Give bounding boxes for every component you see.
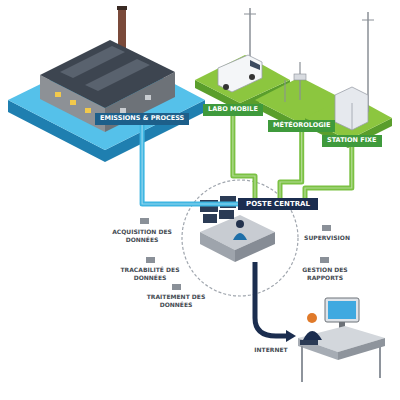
wheel	[223, 84, 229, 90]
node-text: LABO MOBILE	[208, 106, 258, 114]
pipe-line	[305, 147, 352, 198]
window	[70, 100, 76, 105]
operator-head	[236, 220, 244, 228]
remote-desk-side	[298, 338, 338, 360]
node-text: POSTE CENTRAL	[246, 200, 310, 208]
network-label: INTERNET	[248, 346, 294, 354]
platform-label: LABO MOBILE	[203, 104, 263, 116]
desk-side	[200, 232, 235, 262]
pole	[299, 62, 300, 100]
tower	[362, 20, 374, 21]
window	[145, 95, 151, 100]
operator-body	[233, 233, 247, 240]
pipe-highlight	[305, 147, 352, 198]
chimney-top	[117, 6, 127, 10]
remote-monitor	[325, 298, 359, 322]
cabinet-edge	[352, 103, 353, 130]
data-pipe	[233, 116, 255, 198]
window	[85, 108, 91, 113]
node-text: EMISSIONS & PROCESS	[100, 115, 184, 123]
factory-roof	[40, 40, 175, 108]
user-head	[307, 313, 317, 323]
data-pipe	[305, 147, 352, 198]
doc-icon	[140, 218, 149, 224]
monitor	[219, 210, 234, 219]
doc-icon	[146, 257, 155, 263]
mast	[244, 14, 256, 15]
monitor	[203, 214, 217, 223]
function-label: TRAITEMENT DES DONNÉES	[146, 293, 206, 308]
arrow-head	[286, 330, 296, 342]
platform-label: MÉTÉOROLOGIE	[268, 120, 335, 132]
factory-roof-ridge	[85, 59, 150, 91]
platform-label: STATION FIXE	[322, 135, 382, 147]
mast	[249, 8, 251, 62]
user-body	[303, 331, 322, 340]
function-label: ACQUISITION DES DONNÉES	[112, 228, 172, 243]
cabinet	[335, 87, 368, 130]
doc-icon	[322, 225, 331, 231]
platform-label: EMISSIONS & PROCESS	[95, 113, 189, 125]
desk-leg	[301, 346, 303, 382]
pipe-line	[142, 125, 238, 204]
pipe-line	[233, 116, 255, 198]
pipe-highlight	[280, 132, 302, 198]
node-text: STATION FIXE	[327, 137, 377, 145]
pipe-highlight	[233, 116, 255, 198]
central-banner: POSTE CENTRAL	[238, 198, 318, 210]
desk-leg	[379, 346, 381, 378]
window	[55, 92, 61, 97]
remote-screen	[328, 301, 356, 319]
van	[218, 55, 262, 92]
doc-icon	[320, 257, 329, 263]
pole	[285, 80, 286, 102]
data-pipe	[142, 125, 238, 204]
data-pipe	[280, 132, 302, 198]
node-text: MÉTÉOROLOGIE	[273, 122, 330, 130]
chair	[300, 340, 318, 345]
pipe-line	[280, 132, 302, 198]
doc-icon	[172, 284, 181, 290]
pipe-highlight	[142, 125, 238, 204]
wheel	[249, 74, 255, 80]
internet-arrow	[255, 262, 286, 336]
van-window	[250, 60, 260, 70]
function-label: GESTION DES RAPPORTS	[294, 266, 356, 281]
sensor	[294, 74, 306, 80]
function-label: SUPERVISION	[298, 234, 356, 242]
remote-desk-side	[338, 338, 385, 360]
function-label: TRACABILITÉ DES DONNÉES	[120, 266, 180, 281]
